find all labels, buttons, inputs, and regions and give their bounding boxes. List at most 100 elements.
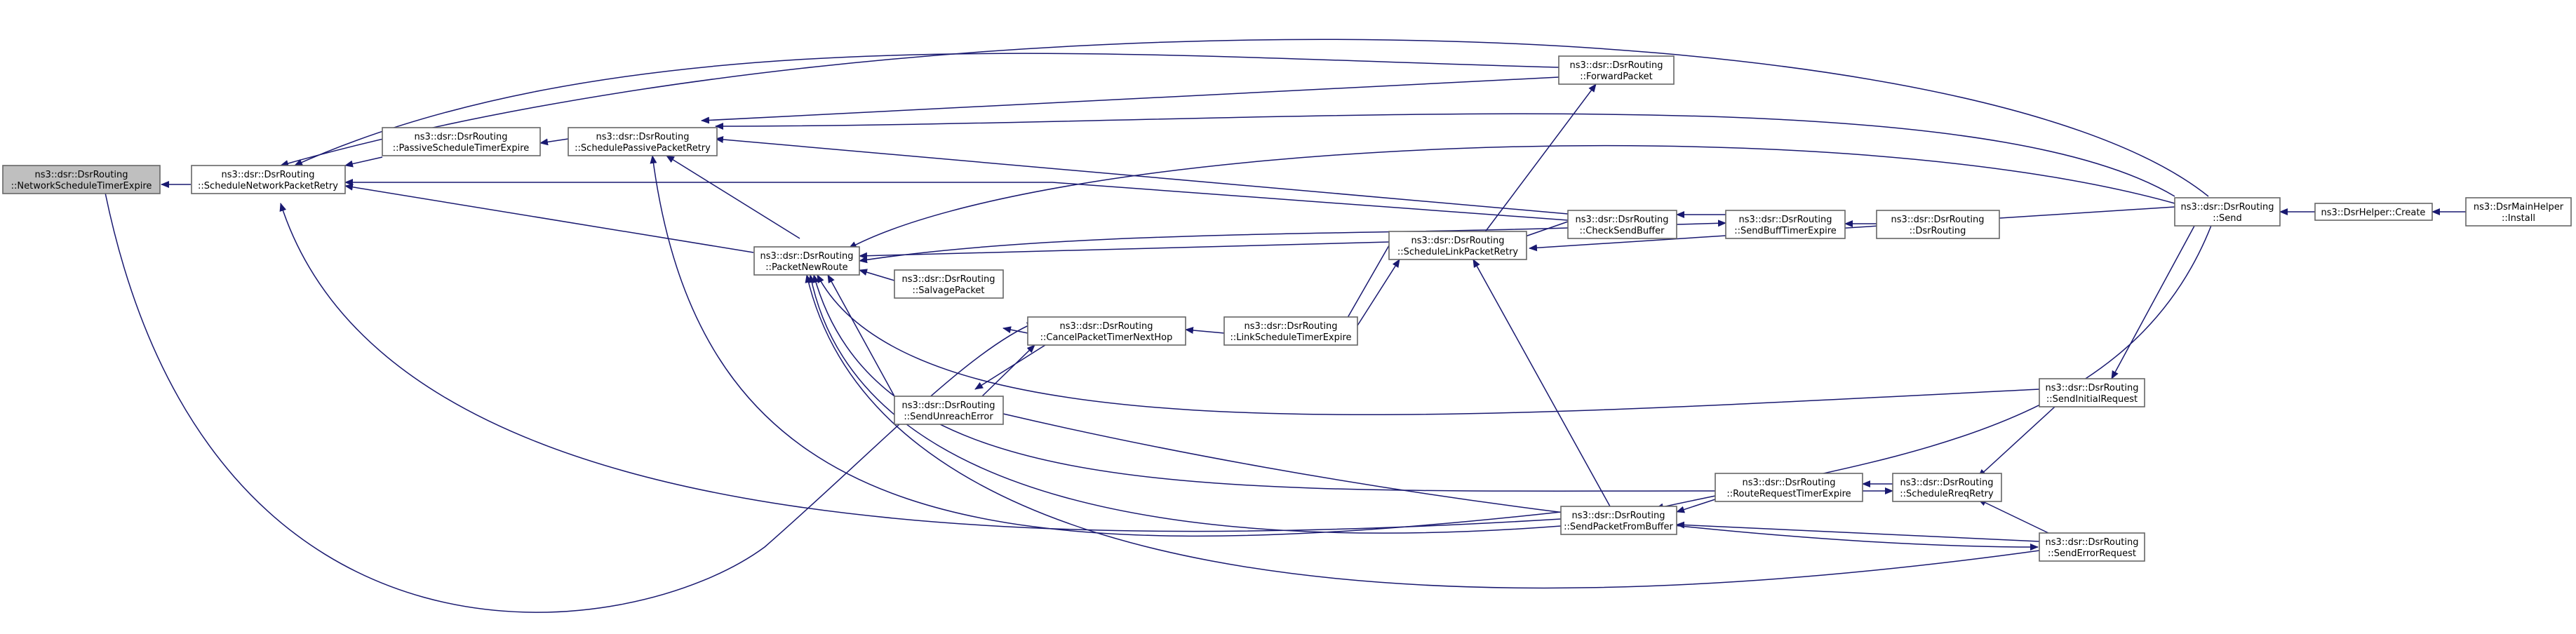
node-label-line: ns3::dsr::DsrRouting bbox=[2181, 202, 2274, 213]
node-label-line: ns3::dsr::DsrRouting bbox=[2046, 537, 2139, 548]
node-label-line: ns3::dsr::DsrRouting bbox=[1245, 321, 1338, 332]
node-label-line: ::CheckSendBuffer bbox=[1580, 226, 1665, 236]
edge-n6-n7 bbox=[981, 344, 1035, 397]
node-label-line: ns3::dsr::DsrRouting bbox=[760, 251, 854, 262]
node-forward-packet[interactable]: ns3::dsr::DsrRouting ::ForwardPacket bbox=[1558, 55, 1675, 85]
node-label-line: ::CancelPacketTimerNextHop bbox=[1040, 332, 1173, 343]
node-label-line: ::SendPacketFromBuffer bbox=[1564, 522, 1673, 532]
edge-n4-n1 bbox=[344, 183, 754, 253]
edge-n19-n1 bbox=[280, 39, 2209, 197]
edge-n14-n9 bbox=[1473, 259, 1611, 507]
edge-n6-n18 bbox=[1002, 413, 2039, 551]
edge-n15-n4 bbox=[812, 274, 1716, 492]
node-check-send-buffer[interactable]: ns3::dsr::DsrRouting ::CheckSendBuffer bbox=[1567, 210, 1677, 239]
node-label-line: ::SalvagePacket bbox=[912, 285, 984, 296]
node-dsr-helper-create[interactable]: ns3::DsrHelper::Create bbox=[2314, 203, 2433, 221]
node-passive-schedule-timer-expire[interactable]: ns3::dsr::DsrRouting ::PassiveScheduleTi… bbox=[382, 127, 541, 156]
edge-n19-n14 bbox=[1655, 210, 2218, 511]
edge-n0-n7 bbox=[105, 192, 1035, 613]
edge-n14-n4 bbox=[808, 274, 1562, 534]
node-label-line: ns3::dsr::DsrRouting bbox=[902, 400, 995, 411]
node-send-unreach-error[interactable]: ns3::dsr::DsrRouting ::SendUnreachError bbox=[894, 396, 1004, 425]
edge-n8-n7 bbox=[1185, 327, 1225, 334]
edge-n4-n3 bbox=[666, 155, 800, 239]
edge-n10-n3 bbox=[701, 76, 1559, 124]
node-schedule-network-packet-retry[interactable]: ns3::dsr::DsrRouting ::ScheduleNetworkPa… bbox=[191, 165, 346, 194]
edge-n19-n17 bbox=[2111, 210, 2203, 379]
node-label-line: ::NetworkScheduleTimerExpire bbox=[11, 181, 152, 191]
edge-n5-n4 bbox=[859, 269, 895, 281]
node-label-line: ns3::dsr::DsrRouting bbox=[1060, 321, 1153, 332]
edge-n17-n16 bbox=[1978, 399, 2063, 478]
edge-n10-n1 bbox=[294, 53, 1559, 166]
edge-n15-n14 bbox=[1676, 499, 1716, 513]
node-label-line: ::SendErrorRequest bbox=[2048, 548, 2136, 559]
node-label-line: ns3::dsr::DsrRouting bbox=[1739, 215, 1832, 225]
node-label-line: ns3::DsrMainHelper bbox=[2474, 202, 2564, 213]
edge-n14-n1 bbox=[279, 203, 1562, 532]
edge-n7-n5 bbox=[1002, 326, 1028, 334]
node-label-line: ::SendBuffTimerExpire bbox=[1734, 226, 1837, 236]
edge-n19-n3 bbox=[715, 113, 2175, 197]
node-label-line: ::ScheduleNetworkPacketRetry bbox=[198, 181, 338, 191]
node-label-line: ns3::dsr::DsrRouting bbox=[1411, 236, 1505, 246]
node-label-line: ::SendInitialRequest bbox=[2046, 394, 2138, 405]
node-label-line: ::Send bbox=[2213, 213, 2242, 224]
node-label-line: ::Install bbox=[2502, 213, 2535, 224]
node-route-request-timer-expire[interactable]: ns3::dsr::DsrRouting ::RouteRequestTimer… bbox=[1715, 473, 1863, 502]
node-label-line: ns3::dsr::DsrRouting bbox=[35, 170, 128, 180]
node-salvage-packet[interactable]: ns3::dsr::DsrRouting ::SalvagePacket bbox=[894, 269, 1004, 299]
node-label-line: ns3::dsr::DsrRouting bbox=[415, 132, 508, 142]
node-schedule-rreq-retry[interactable]: ns3::dsr::DsrRouting ::ScheduleRreqRetry bbox=[1892, 473, 2002, 502]
node-label-line: ::RouteRequestTimerExpire bbox=[1726, 489, 1851, 499]
edge-n11-n4 bbox=[859, 227, 1569, 264]
node-schedule-passive-packet-retry[interactable]: ns3::dsr::DsrRouting ::SchedulePassivePa… bbox=[568, 127, 718, 156]
node-cancel-packet-timer-next-hop[interactable]: ns3::dsr::DsrRouting ::CancelPacketTimer… bbox=[1027, 316, 1186, 346]
node-send-buff-timer-expire[interactable]: ns3::dsr::DsrRouting ::SendBuffTimerExpi… bbox=[1725, 210, 1846, 239]
edge-n11-n1 bbox=[344, 179, 1569, 221]
node-schedule-link-packet-retry[interactable]: ns3::dsr::DsrRouting ::ScheduleLinkPacke… bbox=[1388, 231, 1527, 260]
edge-n7-n6 bbox=[974, 344, 1046, 390]
node-label-line: ns3::dsr::DsrRouting bbox=[1572, 511, 1665, 521]
node-packet-new-route[interactable]: ns3::dsr::DsrRouting ::PacketNewRoute bbox=[753, 246, 860, 276]
edge-n2-n1 bbox=[344, 156, 383, 168]
node-label-line: ns3::dsr::DsrRouting bbox=[1570, 60, 1663, 71]
node-label-line: ns3::dsr::DsrRouting bbox=[222, 170, 315, 180]
nodes: ns3::dsr::DsrRouting ::NetworkScheduleTi… bbox=[2, 55, 2572, 562]
node-label-line: ::ScheduleRreqRetry bbox=[1900, 489, 1994, 499]
node-label-line: ::SchedulePassivePacketRetry bbox=[575, 143, 711, 154]
node-label-line: ::LinkScheduleTimerExpire bbox=[1230, 332, 1351, 343]
node-label-line: ns3::dsr::DsrRouting bbox=[1576, 215, 1669, 225]
node-label-line: ::DsrRouting bbox=[1910, 226, 1966, 236]
node-send-initial-request[interactable]: ns3::dsr::DsrRouting ::SendInitialReques… bbox=[2039, 378, 2145, 407]
node-label-line: ns3::dsr::DsrRouting bbox=[1743, 478, 1836, 488]
edge-n14-n3 bbox=[650, 155, 1562, 537]
edge-n19-n9 bbox=[1529, 206, 2175, 252]
node-send[interactable]: ns3::dsr::DsrRouting ::Send bbox=[2174, 197, 2281, 227]
node-link-schedule-timer-expire[interactable]: ns3::dsr::DsrRouting ::LinkScheduleTimer… bbox=[1223, 316, 1358, 346]
node-label-line: ns3::dsr::DsrRouting bbox=[1900, 478, 1994, 488]
edge-n11-n12 bbox=[1676, 220, 1726, 227]
node-label-line: ::PassiveScheduleTimerExpire bbox=[393, 143, 530, 154]
edge-n9-n4 bbox=[859, 241, 1390, 259]
node-dsr-main-helper-install[interactable]: ns3::DsrMainHelper ::Install bbox=[2465, 197, 2572, 227]
edge-n19-n4 bbox=[848, 144, 2175, 249]
node-label-line: ns3::DsrHelper::Create bbox=[2321, 208, 2426, 218]
edge-n8-n9 bbox=[1353, 259, 1400, 332]
edge-n18-n16 bbox=[1978, 499, 2049, 534]
node-send-packet-from-buffer[interactable]: ns3::dsr::DsrRouting ::SendPacketFromBuf… bbox=[1560, 506, 1677, 535]
edge-n18-n14 bbox=[1676, 521, 2040, 542]
node-dsr-routing-constructor[interactable]: ns3::dsr::DsrRouting ::DsrRouting bbox=[1876, 210, 2000, 239]
node-label-line: ::PacketNewRoute bbox=[765, 262, 847, 273]
node-label-line: ns3::dsr::DsrRouting bbox=[1891, 215, 1985, 225]
node-label-line: ::ForwardPacket bbox=[1580, 72, 1653, 82]
node-label-line: ns3::dsr::DsrRouting bbox=[902, 274, 995, 285]
node-label-line: ::SendUnreachError bbox=[904, 412, 993, 422]
edge-n11-n3 bbox=[715, 135, 1569, 215]
edge-n9-n10 bbox=[1480, 83, 1597, 239]
node-network-schedule-timer-expire[interactable]: ns3::dsr::DsrRouting ::NetworkScheduleTi… bbox=[2, 165, 161, 194]
node-label-line: ns3::dsr::DsrRouting bbox=[2046, 383, 2139, 393]
edge-n17-n4 bbox=[817, 274, 2040, 416]
node-send-error-request[interactable]: ns3::dsr::DsrRouting ::SendErrorRequest bbox=[2039, 532, 2145, 562]
